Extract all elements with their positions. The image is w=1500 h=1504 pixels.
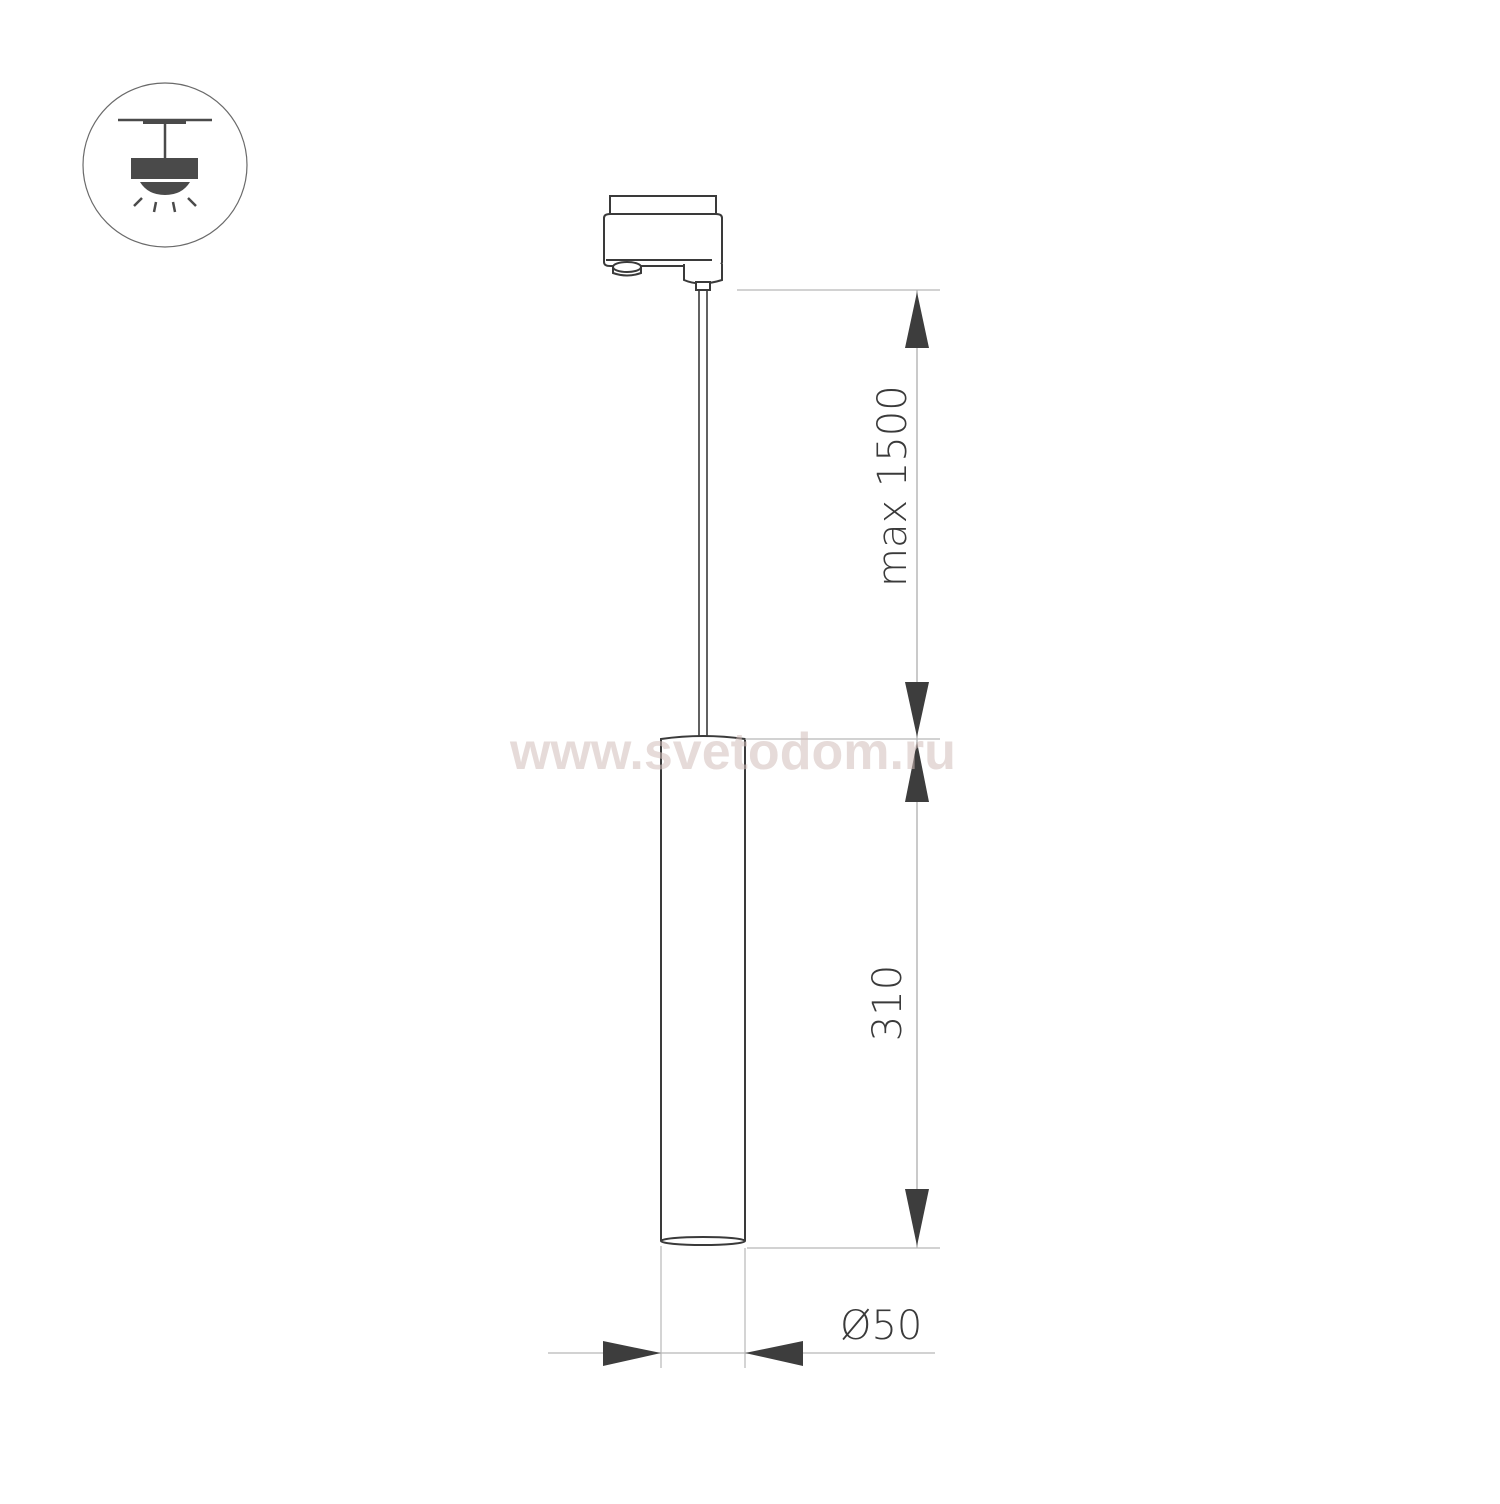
suspension-cable bbox=[698, 290, 708, 737]
track-adapter bbox=[603, 195, 723, 291]
diameter-label: Ø50 bbox=[840, 1303, 923, 1349]
dimension-arrows bbox=[603, 292, 929, 1366]
cable-length-label: max 1500 bbox=[870, 385, 916, 587]
body-length-label: 310 bbox=[865, 964, 911, 1042]
pendant-track-light-icon bbox=[82, 82, 248, 248]
extension-lines bbox=[548, 289, 940, 1368]
cylinder-body bbox=[660, 735, 746, 1246]
